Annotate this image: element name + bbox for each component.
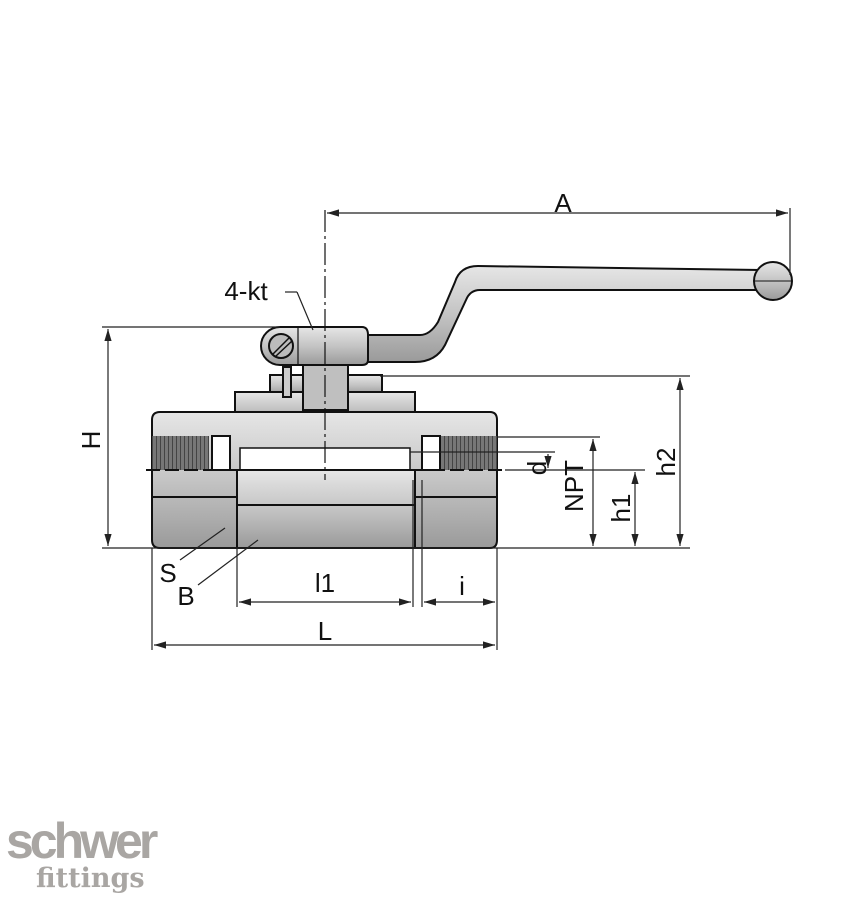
label-NPT: NPT xyxy=(559,460,589,512)
handle-hub xyxy=(260,326,369,366)
handle-lever xyxy=(359,261,793,363)
label-H: H xyxy=(76,431,106,450)
label-h1: h1 xyxy=(606,494,636,523)
label-A: A xyxy=(554,188,572,218)
label-S: S xyxy=(159,558,176,588)
label-l1: l1 xyxy=(315,568,335,598)
label-h2: h2 xyxy=(651,448,681,477)
logo-line-2: fittings xyxy=(36,863,145,894)
dimension-lines xyxy=(102,208,791,650)
label-4kt: 4-kt xyxy=(224,276,268,306)
logo-line-1: schwer xyxy=(6,813,158,869)
schwer-fittings-logo: schwer fittings xyxy=(6,813,158,894)
label-B: B xyxy=(177,581,194,611)
label-L: L xyxy=(318,616,332,646)
label-i: i xyxy=(459,571,465,601)
label-d: d xyxy=(522,461,552,475)
